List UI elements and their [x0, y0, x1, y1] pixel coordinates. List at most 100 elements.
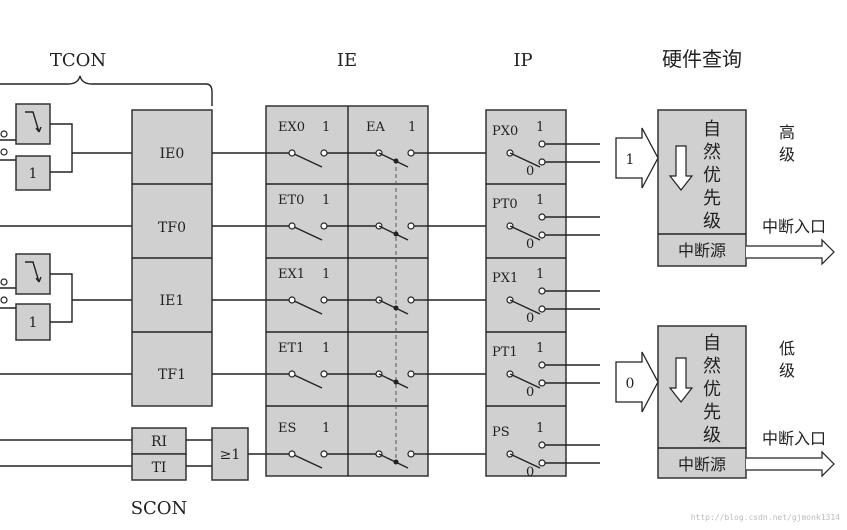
ip-bit-lo: 0 — [526, 311, 534, 326]
ie-bit-label: ET0 — [278, 193, 304, 208]
gate-wires-2 — [0, 273, 132, 323]
ie-bit-label: EX0 — [278, 120, 305, 135]
ip-bit-hi: 1 — [536, 421, 544, 436]
ie-bit-label: ES — [278, 421, 296, 436]
ip-row: PT1 1 0 — [492, 341, 600, 400]
high-char-4: 级 — [703, 211, 721, 232]
ie-switch-blade — [291, 373, 323, 389]
low-side-0: 低 — [779, 339, 795, 358]
high-char-3: 先 — [703, 188, 721, 209]
scon-label: SCON — [131, 498, 188, 519]
scon-reg-ri: RI — [151, 434, 167, 450]
ie-bit-value: 1 — [322, 421, 330, 436]
high-priority-box — [657, 109, 747, 267]
tcon-reg-ie0: IE0 — [160, 146, 185, 162]
level-gate-label: 1 — [29, 166, 38, 182]
ip-switch-blade — [509, 225, 541, 241]
natural-priority-arrow — [668, 145, 694, 191]
low-input-arrow — [615, 351, 659, 413]
tcon-to-ie-wires — [212, 152, 266, 375]
level-gate — [15, 155, 51, 191]
input-terminal — [0, 296, 8, 304]
ea-switch-blade — [378, 373, 409, 389]
ie-switch-blade — [291, 152, 323, 168]
scon-wires — [186, 439, 266, 467]
ie-bit-value: 1 — [322, 341, 330, 356]
ea-switch-blade — [378, 225, 409, 241]
high-entry-arrow — [746, 238, 835, 266]
ip-bit-label: PT1 — [492, 345, 518, 360]
left-input-wires — [0, 225, 132, 467]
scon-reg-ti: TI — [152, 460, 167, 476]
high-input-value: 1 — [626, 152, 635, 168]
ip-bit-lo: 0 — [526, 465, 534, 480]
edge-trigger-gate — [15, 103, 51, 145]
ea-value: 1 — [408, 120, 416, 135]
high-char-1: 然 — [703, 142, 721, 163]
left-gate-group-2: 1 — [0, 253, 132, 341]
or-gate-label: ≥1 — [220, 447, 241, 463]
edge-trigger-gate — [15, 253, 51, 295]
ip-bit-label: PX0 — [492, 124, 518, 139]
ie-row: EX0 1 — [266, 120, 428, 168]
ie-switch-blade — [291, 299, 323, 315]
low-priority-query: 0 自 然 优 先 级 中断源 低 级 中断入口 — [615, 325, 835, 479]
ip-bit-label: PT0 — [492, 197, 518, 212]
high-side-1: 级 — [779, 145, 795, 164]
low-input-value: 0 — [626, 376, 635, 392]
low-char-3: 先 — [703, 402, 721, 423]
ip-switch-blade — [509, 152, 541, 168]
ip-switch-blade — [509, 453, 541, 469]
low-priority-box — [657, 325, 747, 479]
low-side-1: 级 — [779, 361, 795, 380]
tcon-register-column: IE0 TF0 IE1 TF1 — [131, 109, 213, 407]
ea-label: EA — [366, 120, 385, 135]
or-gate — [211, 427, 249, 481]
watermark: http://blog.csdn.net/gjmonk1314 — [691, 513, 840, 522]
ie-bit-value: 1 — [322, 193, 330, 208]
low-char-1: 然 — [703, 356, 721, 377]
low-source-label: 中断源 — [678, 455, 726, 474]
ea-switch-blade — [378, 453, 409, 469]
input-terminal — [0, 148, 8, 156]
tcon-reg-tf1: TF1 — [158, 367, 186, 383]
low-char-4: 级 — [703, 425, 721, 446]
tcon-header: TCON — [50, 50, 106, 71]
ip-row: PT0 1 0 — [492, 193, 600, 252]
ie-bit-label: ET1 — [278, 341, 304, 356]
ie-bit-value: 1 — [322, 267, 330, 282]
ie-switch-blade — [291, 225, 323, 241]
ip-bit-label: PX1 — [492, 271, 518, 286]
high-source-label: 中断源 — [678, 241, 726, 260]
scon-register-group: RI TI SCON ≥1 — [131, 427, 266, 519]
high-priority-query: 1 自 然 优 先 级 中断源 高 级 中断入口 — [615, 109, 835, 267]
natural-priority-arrow — [668, 357, 694, 403]
high-char-2: 优 — [703, 165, 721, 186]
hw-query-header: 硬件查询 — [662, 47, 742, 71]
ip-bit-lo: 0 — [526, 237, 534, 252]
low-entry-label: 中断入口 — [762, 429, 826, 448]
ie-row: ET1 1 — [266, 341, 428, 389]
ip-bit-lo: 0 — [526, 385, 534, 400]
tcon-reg-tf0: TF0 — [158, 220, 186, 236]
ip-bit-hi: 1 — [536, 341, 544, 356]
ip-bit-hi: 1 — [536, 193, 544, 208]
low-char-2: 优 — [703, 379, 721, 400]
high-entry-label: 中断入口 — [762, 217, 826, 236]
level-gate-label: 1 — [29, 315, 38, 331]
ea-switch-blade — [378, 152, 409, 168]
high-input-arrow — [615, 127, 659, 189]
high-char-0: 自 — [703, 119, 721, 140]
gate-wires-1 — [0, 123, 132, 173]
ie-to-ip-wires — [428, 152, 486, 455]
falling-edge-icon — [25, 261, 42, 283]
ip-bit-hi: 1 — [536, 267, 544, 282]
ip-row: PX1 1 0 — [492, 267, 600, 326]
ie-header: IE — [337, 50, 357, 71]
